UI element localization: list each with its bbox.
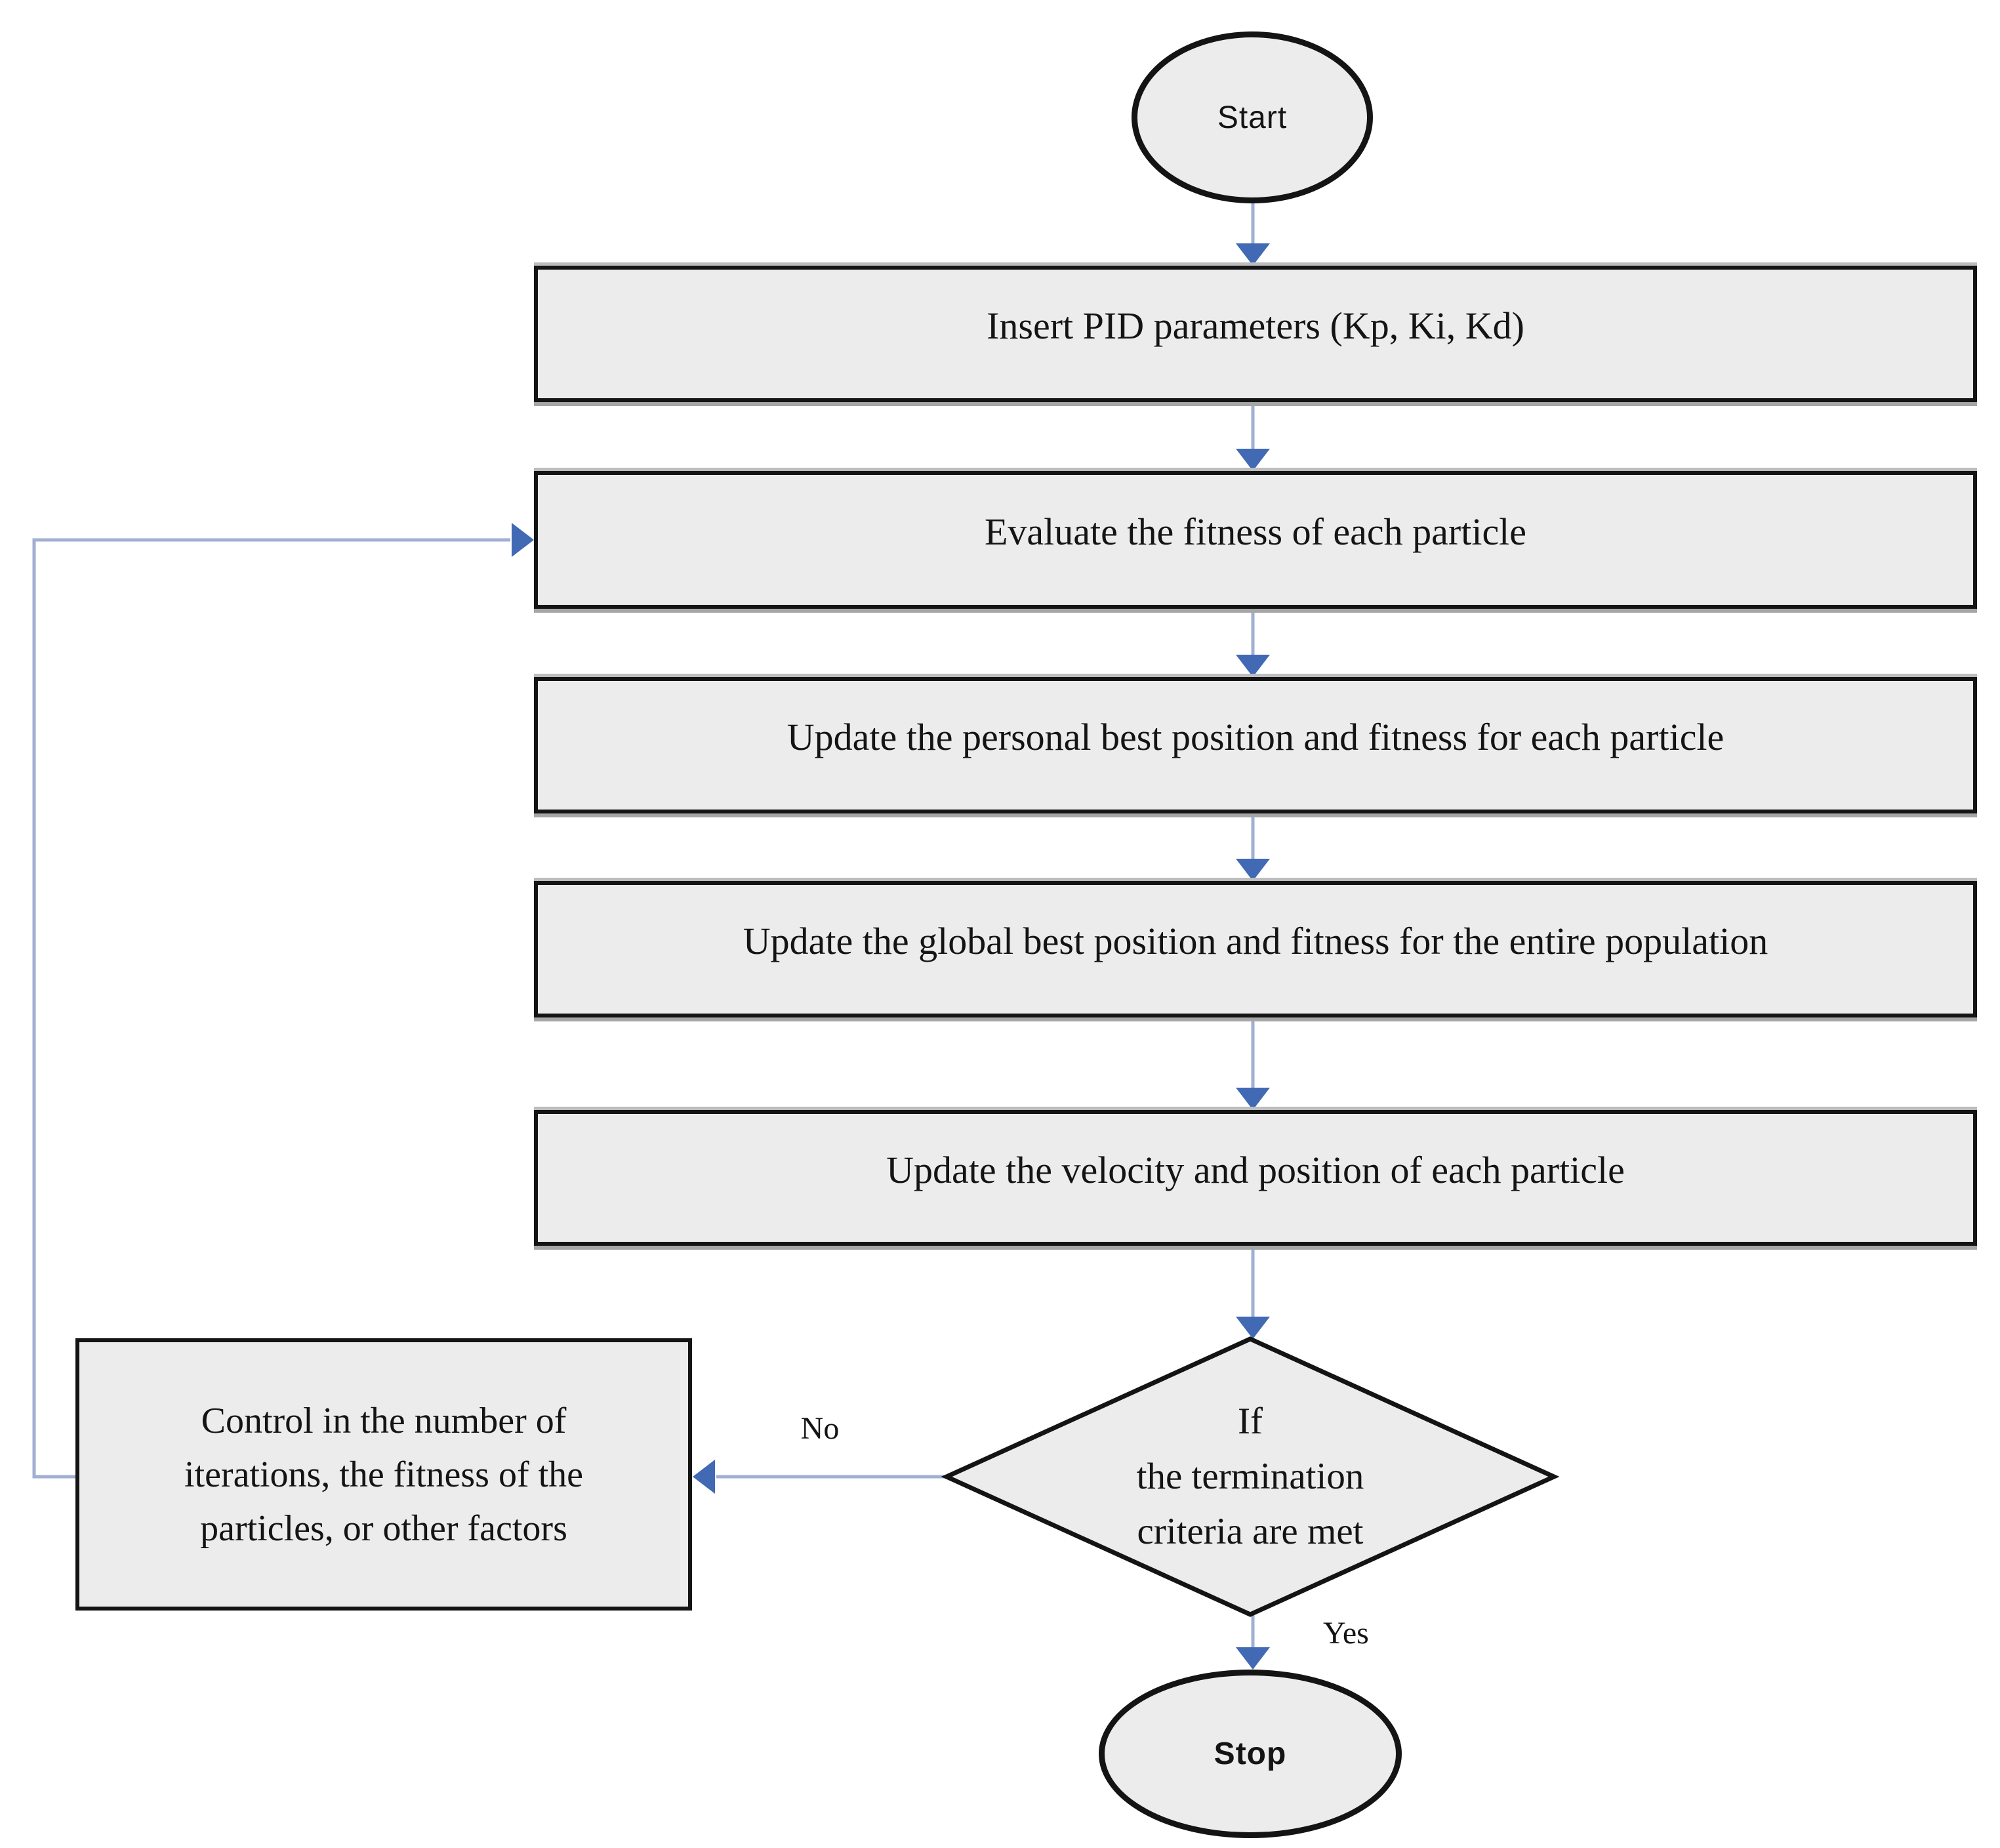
edge-label-no: No — [800, 1411, 840, 1446]
control-line-3: particles, or other factors — [200, 1508, 567, 1549]
arrowhead-stop — [1236, 1647, 1270, 1670]
arrowhead-evaluate — [1236, 449, 1270, 471]
arrowhead-control — [693, 1460, 715, 1494]
arrowhead-personal — [1236, 655, 1270, 677]
arrowhead-loop — [512, 523, 534, 557]
process-evaluate-fitness-label: Evaluate the fitness of each particle — [984, 510, 1527, 554]
process-update-personal-best: Update the personal best position and fi… — [534, 677, 1977, 813]
arrowhead-velocity — [1236, 1088, 1270, 1110]
control-line-1: Control in the number of — [201, 1400, 567, 1441]
arrowhead-insert — [1236, 243, 1270, 266]
process-update-global-best: Update the global best position and fitn… — [534, 881, 1977, 1017]
process-insert-pid-label: Insert PID parameters (Kp, Ki, Kd) — [987, 304, 1524, 348]
process-update-global-best-label: Update the global best position and fitn… — [743, 920, 1768, 963]
edge-label-yes: Yes — [1323, 1616, 1369, 1651]
control-line-2: iterations, the fitness of the — [184, 1454, 584, 1495]
process-update-velocity-label: Update the velocity and position of each… — [886, 1148, 1625, 1191]
stop-terminator: Stop — [1099, 1670, 1402, 1838]
stop-label: Stop — [1214, 1736, 1287, 1771]
decision-diamond-shape — [941, 1336, 1560, 1617]
start-label: Start — [1217, 100, 1288, 135]
decision-line-3: criteria are met — [1137, 1511, 1364, 1552]
decision-termination-label: If the termination criteria are met — [1021, 1378, 1480, 1576]
process-control-factors: Control in the number of iterations, the… — [75, 1338, 692, 1611]
decision-line-2: the termination — [1136, 1456, 1364, 1497]
decision-line-1: If — [1238, 1401, 1263, 1442]
arrowhead-global — [1236, 859, 1270, 881]
start-terminator: Start — [1132, 31, 1373, 203]
process-update-personal-best-label: Update the personal best position and fi… — [786, 716, 1724, 759]
process-update-velocity: Update the velocity and position of each… — [534, 1110, 1977, 1246]
process-evaluate-fitness: Evaluate the fitness of each particle — [534, 471, 1977, 609]
loop-control-to-evaluate — [32, 538, 510, 1479]
process-insert-pid: Insert PID parameters (Kp, Ki, Kd) — [534, 266, 1977, 402]
arrowhead-decision — [1236, 1317, 1270, 1339]
